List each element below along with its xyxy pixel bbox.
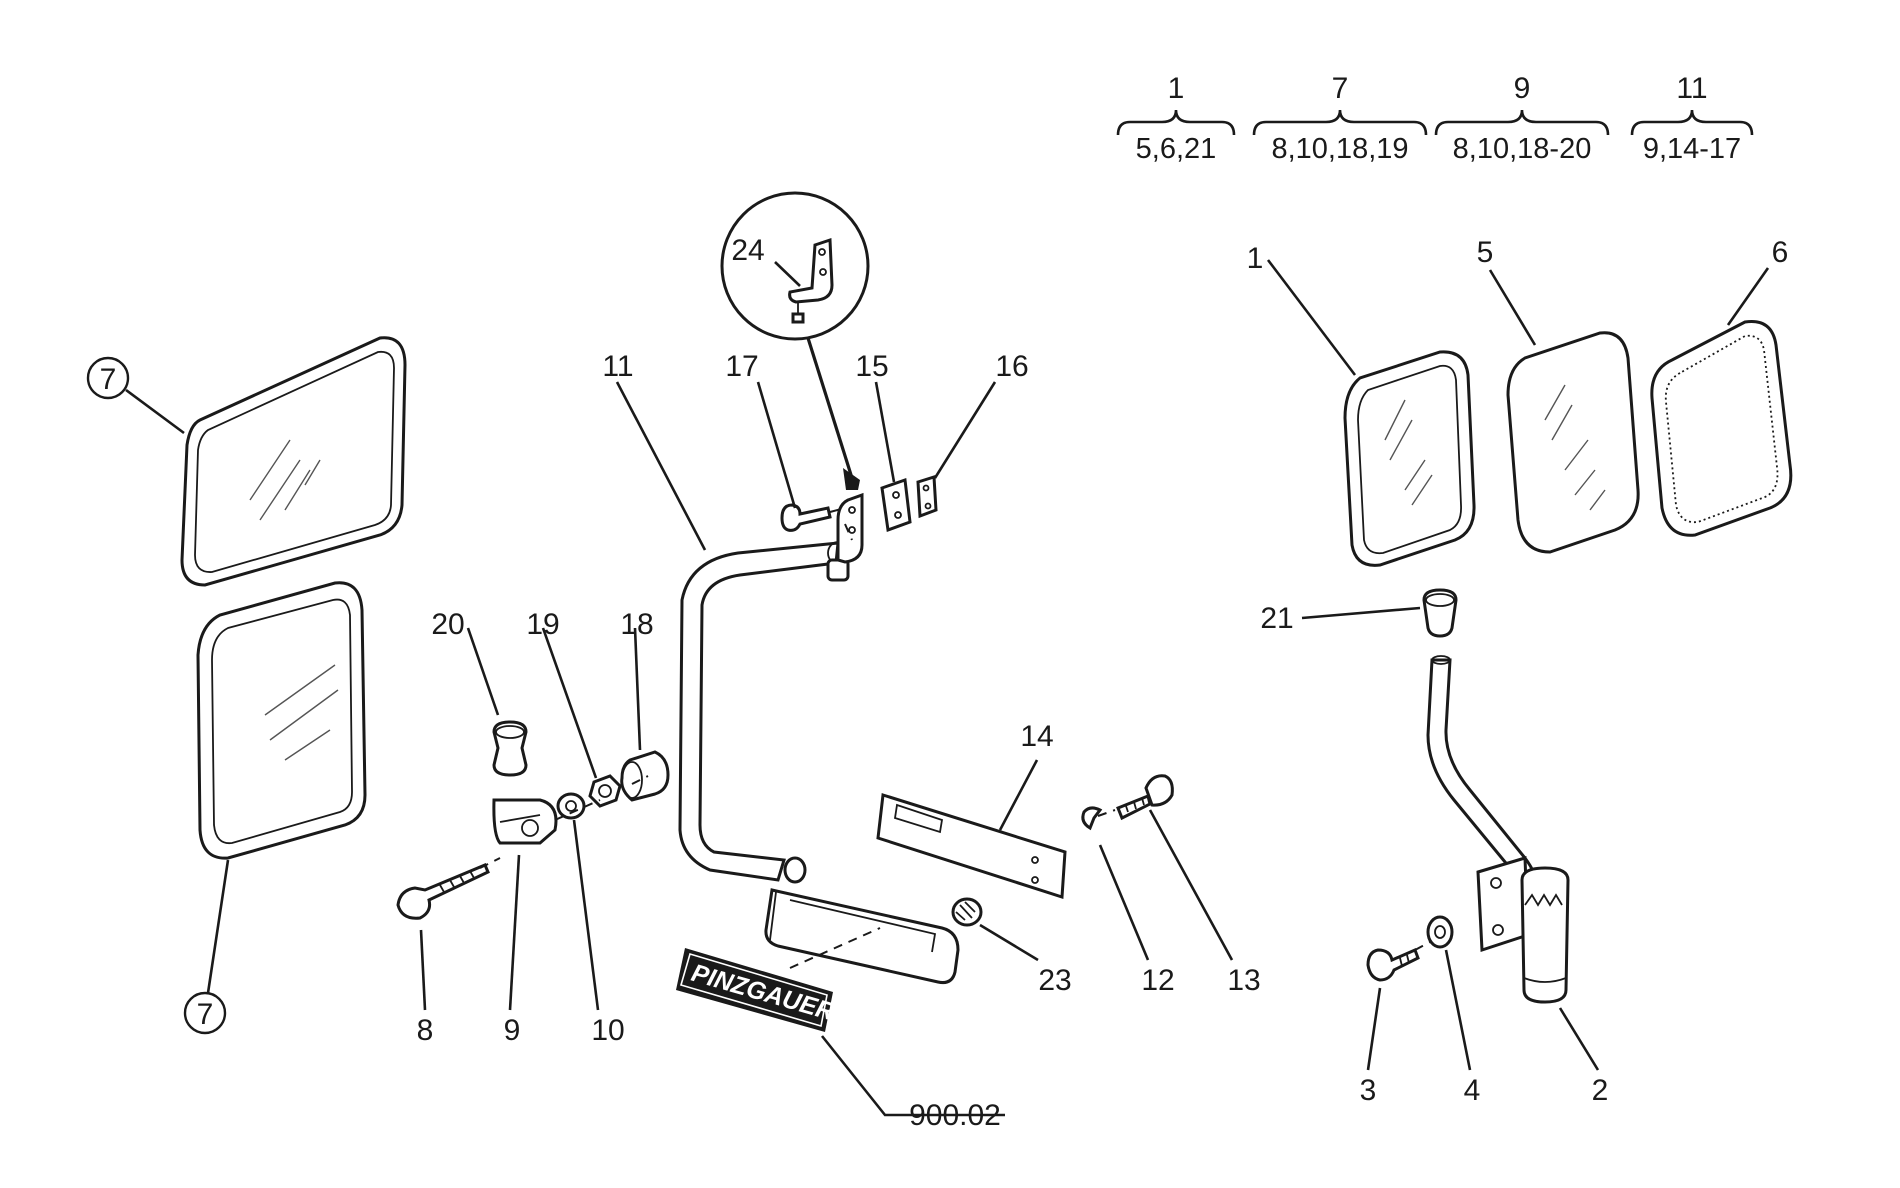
sleeve-18 (620, 750, 670, 802)
leader-16 (933, 381, 997, 479)
leader-3 (1366, 987, 1382, 1071)
callout-20: 20 (431, 608, 464, 641)
callout-15: 15 (855, 350, 888, 383)
callout-7a: 7 (86, 356, 185, 435)
callout-8: 8 (417, 1014, 434, 1047)
leader-14 (998, 759, 1039, 831)
leader-21 (1301, 606, 1421, 620)
leader-12 (1098, 844, 1150, 961)
mirror-head-landscape (180, 336, 407, 587)
assembly-axis-plate (1097, 809, 1116, 817)
assembly-axis-clamp (479, 775, 649, 869)
group-7-children: 8,10,18,19 (1271, 133, 1408, 165)
callout-14: 14 (1020, 720, 1053, 753)
group-11-brace (1630, 109, 1754, 136)
group-9-parent: 9 (1514, 72, 1531, 105)
screw-3 (1366, 947, 1420, 982)
group-9-children: 8,10,18-20 (1453, 133, 1592, 165)
group-1-brace (1116, 109, 1236, 136)
callout-23: 23 (1038, 964, 1071, 997)
mount-bracket (836, 492, 864, 564)
group-9: 9 8,10,18-20 (1434, 72, 1610, 165)
group-1-parent: 1 (1168, 72, 1185, 105)
detail-arrow-head (843, 468, 860, 490)
callout-7b: 7 (183, 859, 230, 1035)
lock-washer-12 (1081, 806, 1103, 831)
reference-number: 900.02 (909, 1099, 1001, 1132)
plate-14 (876, 793, 1067, 900)
callout-4: 4 (1464, 1074, 1481, 1107)
callout-2: 2 (1592, 1074, 1609, 1107)
group-1: 1 5,6,21 (1116, 72, 1236, 165)
group-9-brace (1434, 109, 1610, 136)
assembly-axis-decal (789, 927, 881, 969)
callout-labels: 1 5 6 21 3 4 2 11 17 15 16 24 20 19 18 8… (417, 234, 1789, 1132)
leader-4 (1444, 949, 1472, 1071)
callout-16: 16 (995, 350, 1028, 383)
screw-13 (1116, 774, 1174, 821)
lens-23 (951, 897, 983, 927)
callout-19: 19 (526, 608, 559, 641)
bushing-21 (1422, 588, 1458, 638)
callout-10: 10 (591, 1014, 624, 1047)
leader-reference (820, 1035, 1005, 1117)
callout-18: 18 (620, 608, 653, 641)
callout-1: 1 (1247, 242, 1264, 275)
clamp-block-9 (492, 798, 558, 845)
group-7: 7 8,10,18,19 (1252, 72, 1428, 165)
screw-17 (780, 503, 853, 541)
group-legend: 1 5,6,21 7 8,10,18,19 9 8,10,18-20 11 9,… (1116, 72, 1754, 165)
mounting-arm-11 (678, 541, 850, 884)
leaders-right-top (1266, 259, 1770, 376)
mirror-head-portrait (196, 581, 367, 860)
group-11-parent: 11 (1676, 72, 1707, 105)
leader-2 (1558, 1007, 1600, 1071)
leaders-clamp (419, 627, 642, 1011)
callout-3: 3 (1360, 1074, 1377, 1107)
callout-6: 6 (1772, 236, 1789, 269)
callout-13: 13 (1227, 964, 1260, 997)
detail-view-24 (720, 191, 870, 341)
arm-base-2 (1476, 856, 1570, 1004)
leader-17 (756, 381, 797, 509)
group-1-children: 5,6,21 (1136, 133, 1217, 165)
assembly-axis-right (1414, 941, 1431, 951)
callout-5: 5 (1477, 236, 1494, 269)
mirror-glass-5 (1506, 331, 1640, 554)
mirror-head-1 (1343, 350, 1476, 567)
nut-plate-16 (916, 474, 938, 519)
callout-9: 9 (504, 1014, 521, 1047)
group-11-children: 9,14-17 (1643, 133, 1741, 165)
group-11: 11 9,14-17 (1630, 72, 1754, 165)
pinzgauer-decal: PINZGAUER (676, 948, 838, 1032)
leader-23 (979, 923, 1039, 962)
leader-13 (1148, 809, 1234, 961)
washer-10 (556, 792, 586, 820)
lamp-housing (764, 888, 960, 984)
plate-15 (880, 477, 912, 533)
nut-19 (588, 774, 622, 808)
callout-17: 17 (725, 350, 758, 383)
washer-4 (1426, 915, 1454, 949)
detail-arrow (806, 337, 854, 479)
mirror-gasket-6 (1650, 319, 1793, 537)
callout-11: 11 (602, 350, 633, 383)
bushing-20 (492, 720, 528, 777)
callout-7a-number: 7 (100, 363, 117, 396)
group-7-parent: 7 (1332, 72, 1349, 105)
callout-12: 12 (1141, 964, 1174, 997)
leader-15 (874, 381, 896, 483)
bolt-8 (396, 863, 490, 920)
callout-24: 24 (731, 234, 764, 267)
group-7-brace (1252, 109, 1428, 136)
callout-7b-number: 7 (197, 998, 214, 1031)
callout-21: 21 (1260, 602, 1293, 635)
leader-11 (615, 381, 707, 551)
